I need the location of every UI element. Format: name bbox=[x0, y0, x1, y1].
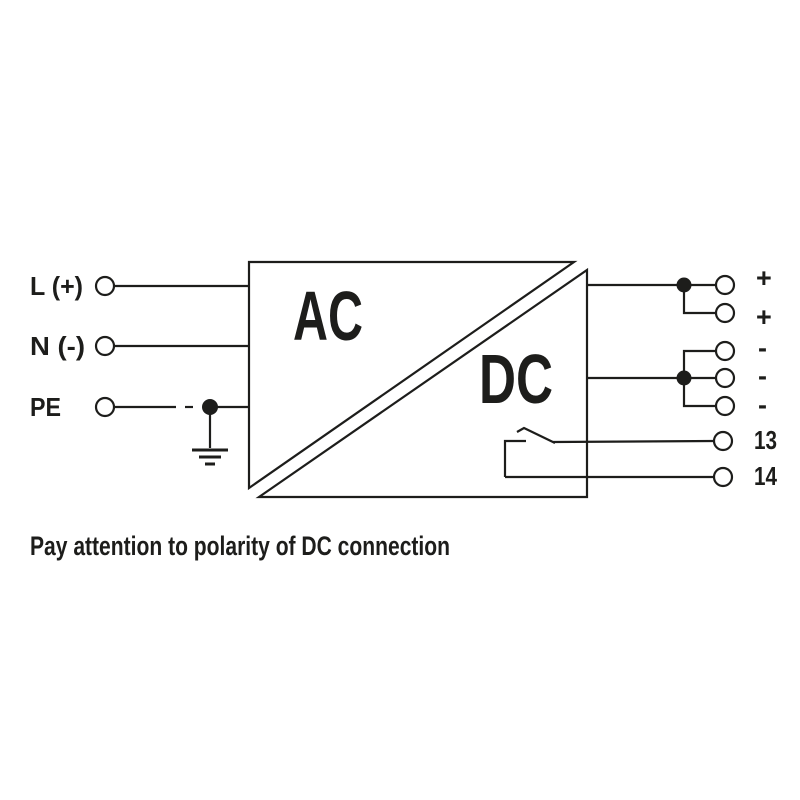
relay-contact-icon bbox=[503, 426, 715, 479]
input-label-l: L (+) bbox=[30, 271, 83, 301]
ac-label: AC bbox=[293, 277, 363, 355]
output-label-plus-1: + bbox=[756, 263, 772, 293]
terminal-plus-1 bbox=[714, 274, 736, 296]
wire-plus-branch bbox=[682, 285, 716, 315]
terminal-pe bbox=[94, 396, 116, 418]
wire-13 bbox=[552, 439, 715, 444]
junction-dot-pe bbox=[202, 399, 218, 415]
converter-box-dc-triangle bbox=[255, 267, 589, 499]
output-label-13: 13 bbox=[754, 425, 777, 455]
junction-dot-minus bbox=[676, 370, 692, 386]
output-label-14: 14 bbox=[754, 461, 777, 491]
terminal-minus-3 bbox=[714, 395, 736, 417]
terminal-plus-2 bbox=[714, 302, 736, 324]
terminal-13 bbox=[712, 430, 734, 452]
output-label-minus-2: - bbox=[758, 361, 767, 391]
input-label-pe: PE bbox=[30, 392, 61, 422]
output-label-plus-2: + bbox=[756, 302, 772, 332]
earth-ground-icon bbox=[192, 407, 228, 466]
terminal-n bbox=[94, 335, 116, 357]
terminal-14 bbox=[712, 466, 734, 488]
contact-blade bbox=[516, 426, 556, 444]
polarity-note: Pay attention to polarity of DC connecti… bbox=[30, 531, 450, 561]
terminal-l bbox=[94, 275, 116, 297]
terminal-minus-1 bbox=[714, 340, 736, 362]
input-label-n: N (-) bbox=[30, 331, 85, 361]
dc-label: DC bbox=[479, 340, 553, 418]
junction-dot-plus bbox=[676, 277, 692, 293]
output-label-minus-1: - bbox=[758, 333, 767, 363]
converter-box-ac-triangle bbox=[247, 260, 578, 491]
output-label-minus-3: - bbox=[758, 390, 767, 420]
wire-14-bracket bbox=[503, 439, 526, 477]
terminal-minus-2 bbox=[714, 367, 736, 389]
